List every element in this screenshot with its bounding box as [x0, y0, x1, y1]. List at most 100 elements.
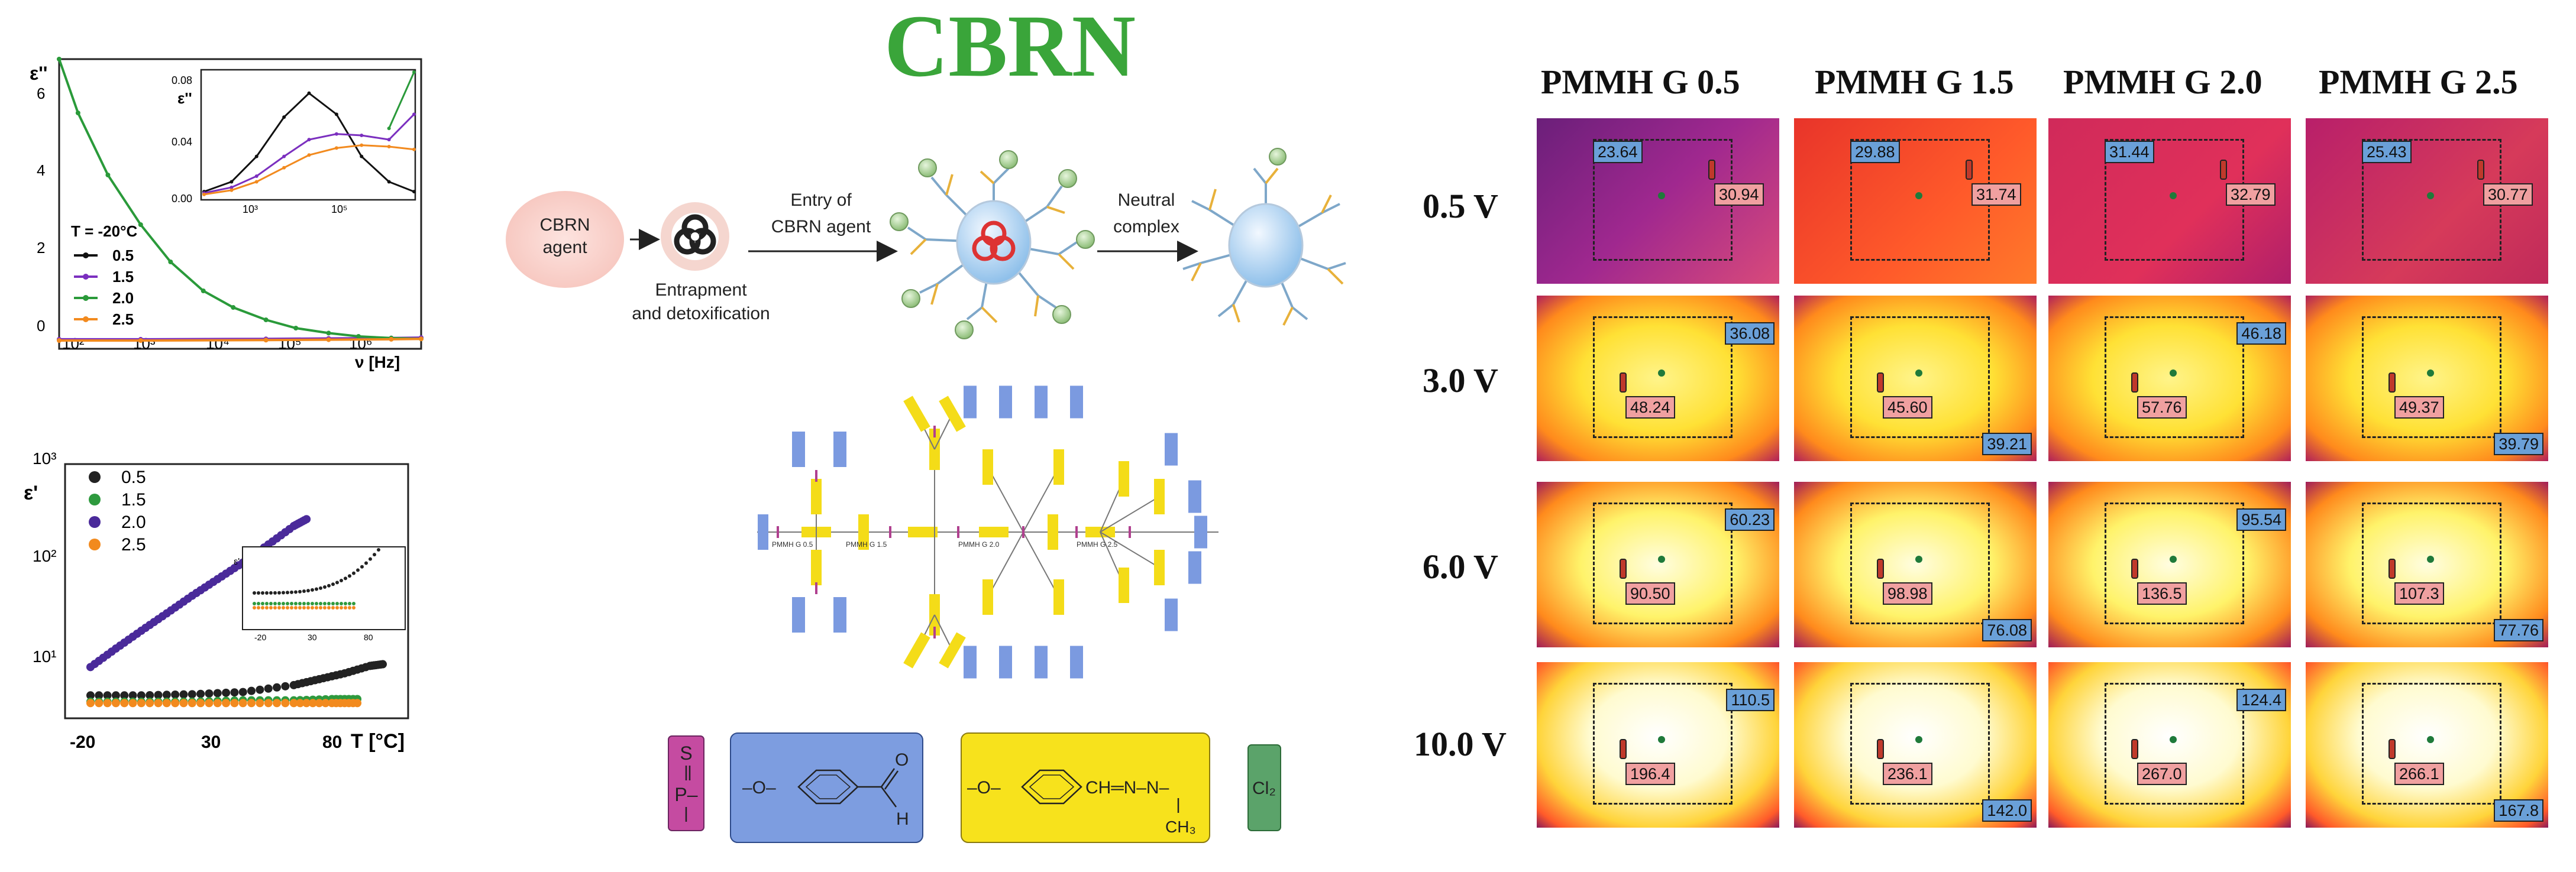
dendrimer-label: PMMH G 0.5: [772, 540, 813, 549]
inset-data-point: [265, 602, 269, 605]
dendrimer-unit: [1053, 449, 1064, 485]
data-point-2.5: [111, 699, 120, 708]
dendrimer-bond: [1100, 496, 1160, 533]
permittivity-chart: ε' 10¹ 10² 10³ -20 30 80 T [°C] 0.5 1.5 …: [24, 449, 409, 753]
dendrimer-unit: [1154, 479, 1165, 514]
inset-data-point: [253, 602, 256, 605]
inset-data-point: [319, 602, 322, 605]
inset-data-point: [340, 579, 343, 583]
x-tick-label: 80: [322, 732, 342, 752]
inset-data-point: [298, 589, 302, 594]
data-point-2.5: [308, 699, 317, 708]
x-axis-label: ν [Hz]: [355, 353, 400, 371]
inset-data-point: [327, 606, 331, 610]
inset-data-point: [331, 582, 335, 586]
thermometer-icon: [2388, 559, 2396, 579]
svg-text:P–: P–: [674, 784, 697, 805]
yellow-unit-box: –O– CH═N–N– CH₃: [961, 732, 1210, 843]
dendrimer-bond: [1023, 466, 1059, 533]
data-point: [168, 260, 173, 264]
inset-x-tick: -20: [254, 633, 266, 642]
thermometer-icon: [2388, 372, 2396, 393]
y-tick-label: 10³: [33, 449, 56, 468]
data-point-2.5: [103, 699, 112, 708]
data-point-2.5: [95, 699, 104, 708]
data-point: [57, 338, 62, 343]
data-point-2.5: [238, 699, 247, 708]
inset-data-point: [412, 147, 416, 151]
dendrimer-unit: [1165, 598, 1178, 631]
max-temperature-label: 45.60: [1883, 396, 1932, 419]
inset-data-point: [253, 606, 256, 610]
dendrimer-unit: [858, 514, 869, 550]
inset-data-point: [334, 112, 338, 116]
phosphorus-marker: [777, 526, 779, 538]
thermometer-icon: [2388, 739, 2396, 759]
inset-data-point: [323, 585, 327, 589]
dendrimer-unit: [1048, 514, 1058, 550]
inset-data-point: [311, 588, 314, 592]
data-point-2.5: [146, 699, 154, 708]
min-temperature-label: 39.21: [1982, 433, 2032, 455]
figure-title: CBRN: [884, 0, 1136, 95]
center-marker: [2170, 369, 2177, 377]
min-temperature-label: 25.43: [2362, 141, 2412, 163]
x-tick-label: 30: [201, 732, 221, 752]
thermometer-icon: [1966, 160, 1973, 180]
inset-data-point: [294, 590, 298, 594]
inset-x-tick: 30: [308, 633, 317, 642]
max-temperature-label: 49.37: [2394, 396, 2444, 419]
inset-data-point: [352, 602, 355, 605]
legend-label: 1.5: [112, 268, 134, 286]
inset-data-point: [334, 132, 338, 136]
inset-data-point: [282, 166, 286, 170]
phosphorus-marker: [1075, 526, 1078, 538]
data-point: [419, 336, 424, 342]
inset-data-point: [352, 606, 355, 610]
measurement-box: [1850, 683, 1990, 805]
data-point-2.5: [321, 699, 330, 708]
max-temperature-label: 48.24: [1625, 396, 1675, 419]
data-point: [75, 111, 80, 115]
inset-y-tick: 0.04: [172, 136, 192, 148]
data-point: [201, 288, 206, 293]
data-point-2.5: [353, 699, 362, 708]
dendrimer-label: PMMH G 2.0: [958, 540, 1000, 549]
dendrimer-unit: [1035, 646, 1048, 679]
svg-text:–O–: –O–: [967, 778, 1001, 798]
x-tick-label: 10⁴: [206, 335, 230, 352]
data-point-2.5: [128, 699, 137, 708]
data-point-0.5: [281, 682, 290, 691]
inset-data-point: [282, 602, 285, 605]
inset-data-point: [412, 70, 416, 74]
data-point-0.5: [162, 691, 171, 699]
inset-data-point: [306, 602, 310, 605]
inset-data-point: [344, 576, 347, 581]
dendrimer-unit: [811, 550, 822, 585]
data-point-2.5: [137, 699, 146, 708]
neutral-complex: [1182, 148, 1346, 326]
inset-data-point: [335, 581, 339, 585]
inset-data-point: [356, 568, 360, 572]
inset-data-point: [311, 602, 314, 605]
thermometer-icon: [2477, 160, 2484, 180]
agent-label: CBRN: [539, 215, 590, 235]
inset-data-point: [273, 606, 277, 610]
biohazard-icon: [661, 202, 729, 271]
max-temperature-label: 107.3: [2394, 582, 2444, 605]
phosphorus-marker: [1022, 526, 1024, 538]
inset-data-point: [230, 185, 234, 189]
inset-data-point: [282, 606, 285, 610]
inset-data-point: [269, 591, 273, 595]
max-temperature-label: 196.4: [1625, 763, 1675, 785]
dendrimer-unit: [939, 632, 966, 669]
dendrimer-unit: [903, 632, 930, 669]
dendrimer-unit: [1119, 568, 1129, 603]
